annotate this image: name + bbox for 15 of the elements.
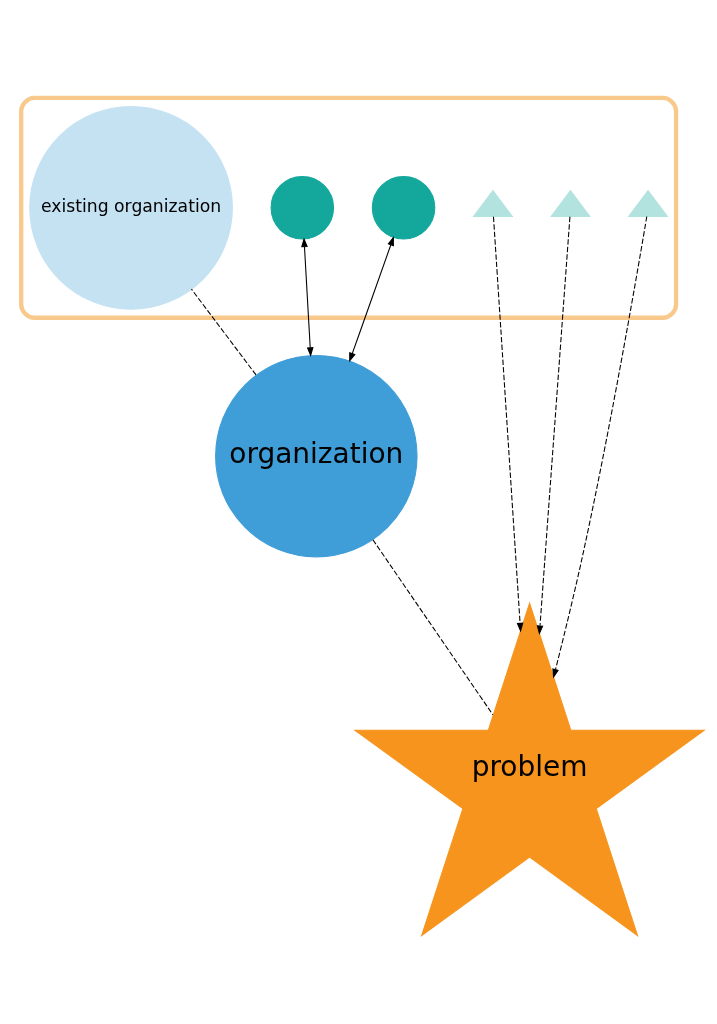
arrow — [536, 215, 571, 635]
arrow — [552, 215, 648, 679]
node-circle — [371, 175, 436, 240]
node-triangle — [627, 189, 669, 217]
node-triangle — [472, 189, 514, 217]
node-triangle — [550, 189, 591, 217]
cluster — [19, 95, 679, 320]
arrow — [349, 235, 394, 362]
node-circle: organization — [215, 354, 418, 557]
arrow — [301, 236, 314, 357]
connector — [190, 288, 257, 375]
node-circle: existing organization — [29, 105, 233, 310]
arrow — [492, 215, 524, 632]
node-circle — [270, 175, 335, 240]
connector — [372, 538, 494, 715]
